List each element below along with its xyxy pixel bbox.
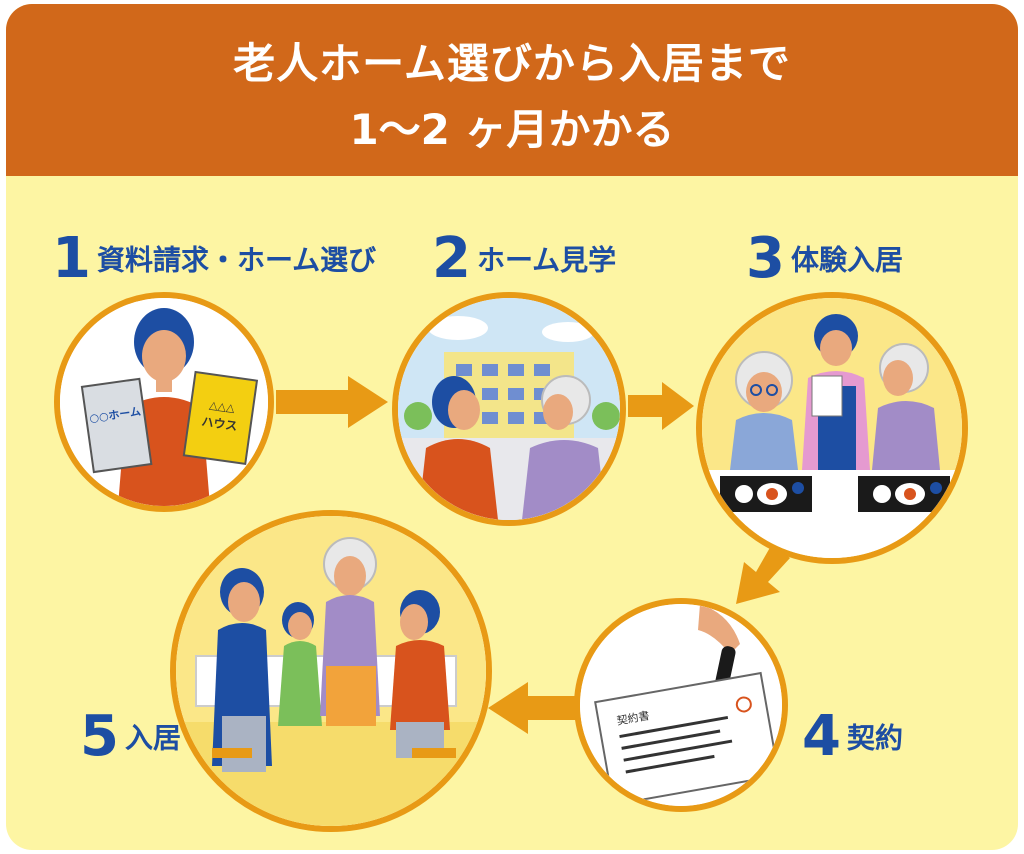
contract-title-text: 契約書 — [616, 708, 651, 728]
step-1-illustration: ○○ホーム △△△ ハウス — [54, 292, 274, 512]
brochure-right-top-text: △△△ — [209, 398, 236, 414]
arrow-4-to-5-icon — [488, 682, 580, 734]
header-banner: 老人ホーム選びから入居まで 1〜2 ヶ月かかる — [6, 4, 1018, 176]
step-3-illustration — [696, 292, 968, 564]
arrow-3-to-4-icon — [736, 544, 790, 604]
step-3-number: 3 — [746, 226, 785, 291]
step-1-number: 1 — [52, 226, 91, 291]
step-5-text: 入居 — [124, 721, 181, 755]
step-2-illustration — [392, 292, 626, 526]
title-line-2: 1〜2 ヶ月かかる — [349, 105, 675, 154]
step-2-text: ホーム見学 — [476, 243, 617, 277]
step-5-illustration — [170, 510, 492, 832]
step-2-number: 2 — [432, 226, 471, 291]
title-line-1: 老人ホーム選びから入居まで — [233, 39, 791, 88]
step-1-text: 資料請求・ホーム選び — [96, 243, 377, 277]
step-4-number: 4 — [802, 704, 841, 769]
arrow-1-to-2-icon — [276, 376, 388, 428]
step-4-illustration: 契約書 — [574, 598, 788, 812]
step-3-text: 体験入居 — [790, 243, 903, 277]
brochure-right-bottom-text: ハウス — [201, 414, 239, 433]
step-5-number: 5 — [80, 704, 119, 769]
arrow-2-to-3-icon — [628, 382, 694, 430]
step-4-text: 契約 — [846, 721, 903, 755]
